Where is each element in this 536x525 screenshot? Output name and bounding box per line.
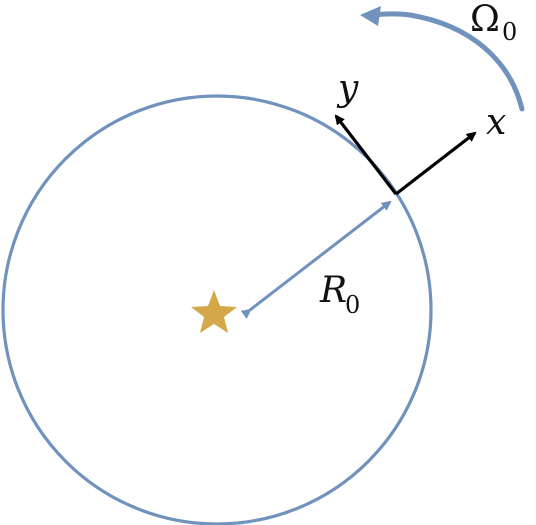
rotation-arc [369, 11, 525, 112]
radius-arrow [240, 200, 392, 319]
star-icon [191, 290, 237, 333]
omega-label-sub: 0 [502, 18, 517, 46]
radius-label-sub: 0 [345, 291, 360, 319]
y-axis-arrow [334, 114, 398, 195]
omega-label-main: Ω [470, 0, 500, 40]
y-axis-label: y [336, 68, 359, 109]
x-axis-arrow [395, 131, 477, 196]
orbit-circle [1, 94, 433, 525]
x-axis-label: x [486, 102, 506, 143]
radius-label-main: R [319, 270, 347, 311]
rotation-arrow-icon [360, 6, 381, 26]
